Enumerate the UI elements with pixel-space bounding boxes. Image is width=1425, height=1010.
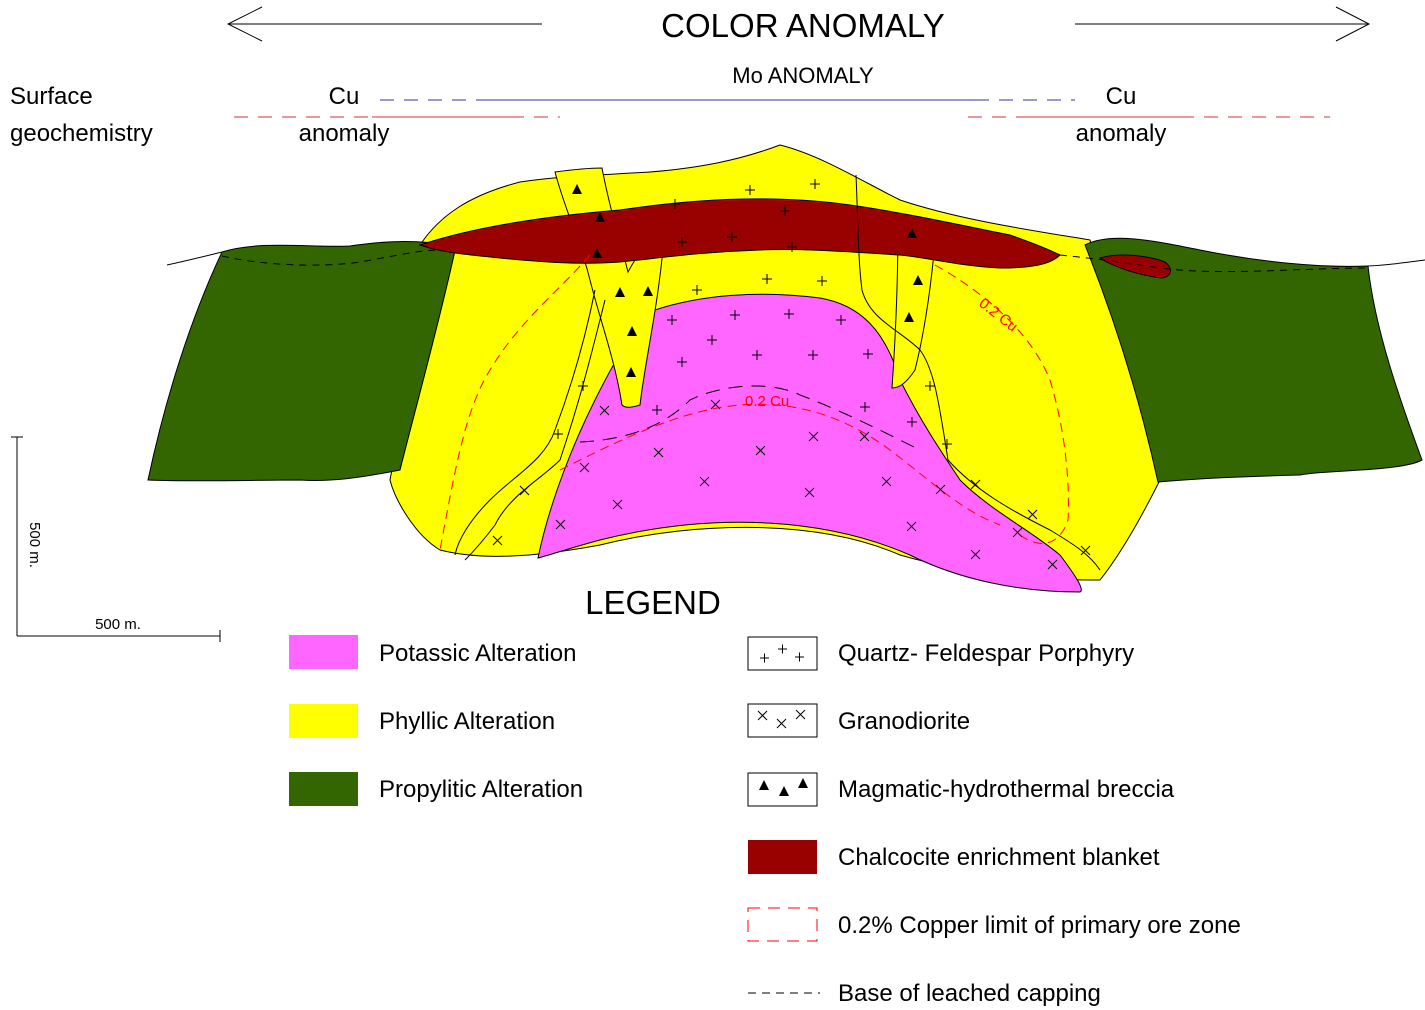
legend-symbol-cu-limit [748,908,817,941]
legend-label-phyllic: Phyllic Alteration [379,708,555,735]
cu-right-label-2: anomaly [1076,120,1167,147]
legend-label-granodiorite: Granodiorite [838,708,970,735]
legend-title: LEGEND [585,584,721,621]
legend-label-breccia: Magmatic-hydrothermal breccia [838,776,1175,803]
legend-symbol-breccia [748,773,817,806]
surface-geochemistry-label-1: Surface [10,83,93,110]
cu-contour-label-inner: 0.2 Cu [745,393,789,410]
legend-label-porphyry: Quartz- Feldespar Porphyry [838,640,1134,667]
scale-vertical-label: 500 m. [26,522,43,568]
legend-symbol-granodiorite [748,704,817,737]
scale-horizontal-label: 500 m. [95,616,141,633]
legend-label-potassic: Potassic Alteration [379,640,576,667]
legend-swatch-phyllic [289,704,358,738]
surface-geochemistry-label-2: geochemistry [10,120,153,147]
legend-label-cu-limit: 0.2% Copper limit of primary ore zone [838,912,1241,939]
cu-left-label-1: Cu [329,83,360,110]
legend-swatch-propylitic [289,772,358,806]
color-anomaly-label: COLOR ANOMALY [661,7,945,44]
legend-swatch-chalcocite [748,840,817,874]
legend-label-leached-capping: Base of leached capping [838,980,1101,1007]
cu-left-label-2: anomaly [299,120,390,147]
legend-symbol-porphyry [748,637,817,670]
legend-swatch-potassic [289,635,358,669]
legend-label-propylitic: Propylitic Alteration [379,776,583,803]
mo-anomaly-label: Mo ANOMALY [732,63,874,88]
legend-label-chalcocite: Chalcocite enrichment blanket [838,844,1160,871]
cu-right-label-1: Cu [1106,83,1137,110]
